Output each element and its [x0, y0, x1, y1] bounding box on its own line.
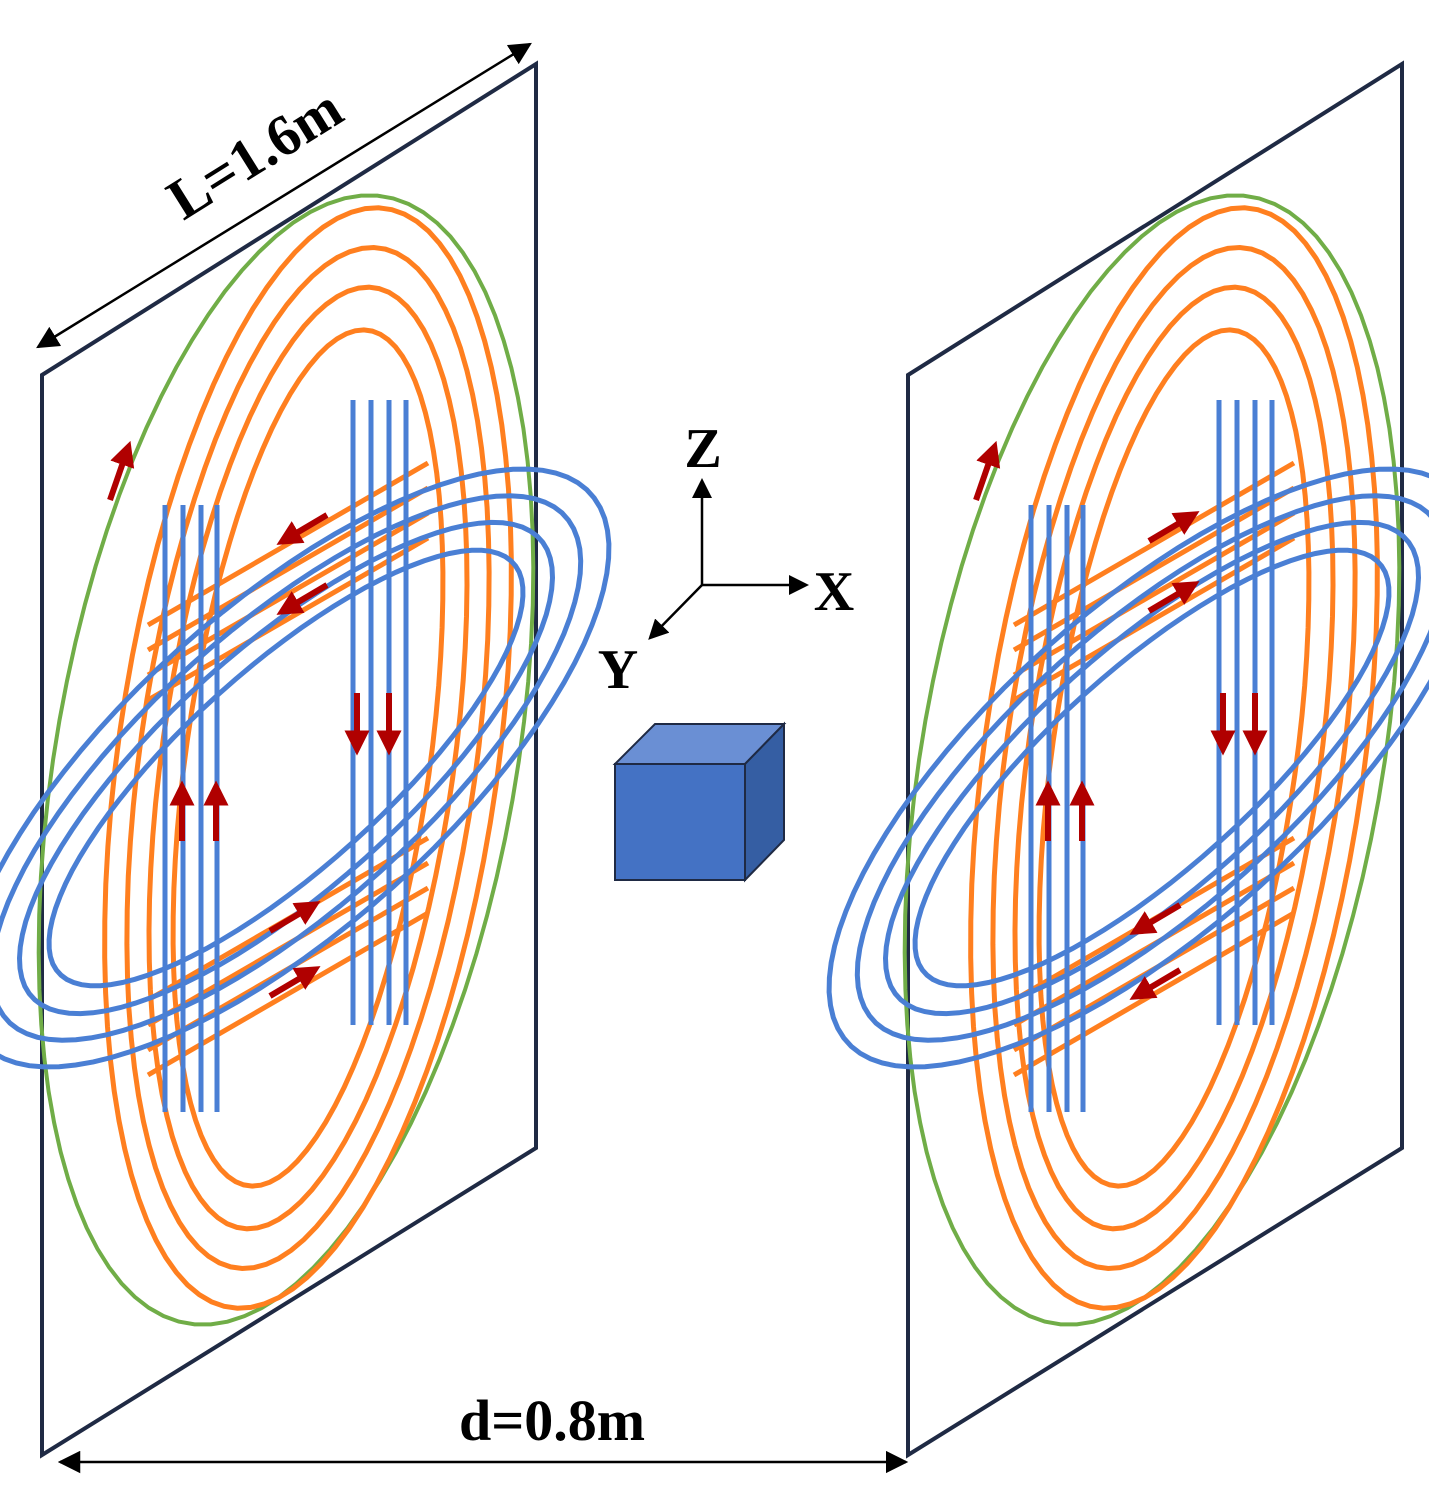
y-axis — [648, 584, 703, 640]
sample-cube — [612, 721, 787, 883]
current-arrow-green — [973, 440, 1001, 501]
orange-coil-ring-2 — [990, 244, 1358, 1272]
blue-coil-ring-3 — [882, 519, 1422, 1017]
blue-coil-ring-1 — [826, 466, 1429, 1070]
orange-upper-wire-4 — [146, 535, 430, 703]
orange-coil-ring-4 — [1036, 327, 1312, 1189]
y-axis-label: Y — [598, 639, 638, 701]
orange-coil-ring-1 — [968, 205, 1380, 1311]
distance-label: d=0.8m — [459, 1388, 645, 1453]
cube-front-face — [614, 763, 746, 881]
orange-lower-wire-4 — [146, 910, 430, 1078]
blue-coil-ring-3 — [16, 519, 556, 1017]
current-arrow-horizontal-2 — [1147, 581, 1200, 614]
right-coil-plate — [826, 60, 1429, 1459]
orange-upper-wire-2 — [1012, 485, 1296, 653]
current-arrow-horizontal-1 — [1147, 511, 1200, 544]
z-axis-label: Z — [684, 418, 721, 480]
current-arrow-horizontal-4 — [1129, 967, 1182, 1000]
blue-coil-ring-2 — [854, 493, 1429, 1043]
current-arrow-horizontal-3 — [1129, 902, 1182, 935]
coordinate-axes: Z X Y — [598, 418, 854, 701]
orange-upper-wire-3 — [1012, 510, 1296, 678]
blue-coil-ring-1 — [0, 466, 612, 1070]
orange-coil-ring-4 — [170, 327, 446, 1189]
orange-upper-wire-1 — [1012, 460, 1296, 628]
current-arrow-horizontal-3 — [268, 901, 321, 934]
blue-coil-ring-2 — [0, 493, 584, 1043]
current-arrow-horizontal-4 — [268, 966, 321, 999]
left-coil-plate — [0, 60, 612, 1459]
green-coil-loop — [902, 193, 1402, 1327]
length-dimension-line — [36, 42, 532, 349]
orange-upper-wire-2 — [146, 485, 430, 653]
orange-upper-wire-4 — [1012, 535, 1296, 703]
x-axis-label: X — [814, 561, 854, 623]
current-arrow-horizontal-1 — [276, 512, 329, 545]
current-arrow-horizontal-2 — [276, 582, 329, 615]
current-arrow-green — [107, 440, 135, 501]
right-coil-windings — [826, 193, 1429, 1327]
